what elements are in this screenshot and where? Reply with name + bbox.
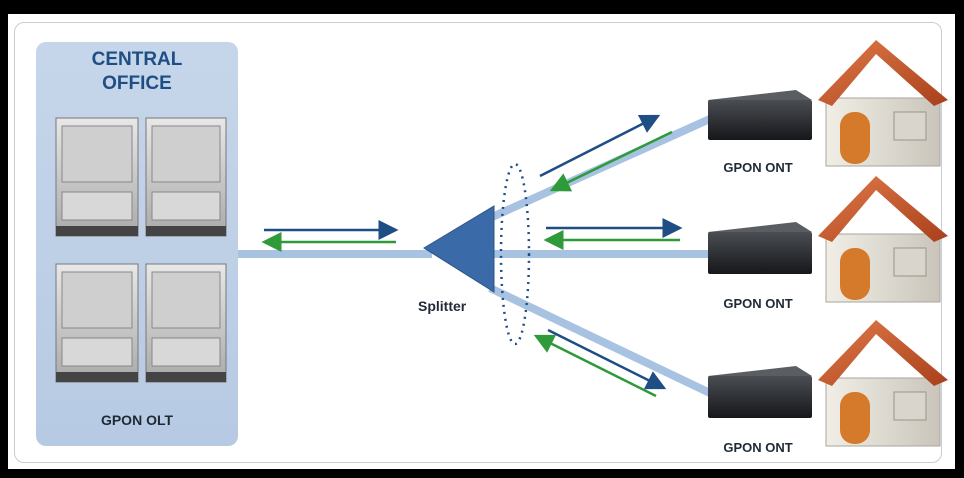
house-icon-1: [818, 40, 948, 167]
central-office-title: CENTRAL OFFICE: [36, 48, 238, 96]
ont-device-2: [708, 222, 812, 274]
fiber-to-ont-3: [488, 284, 714, 398]
olt-rack-bottom-left: [55, 263, 139, 383]
upstream-arrow-ont-1: [549, 130, 673, 192]
ont-device-3: [708, 366, 812, 418]
olt-rack-top-right: [145, 117, 227, 237]
splitter-icon: [423, 205, 495, 293]
olt-label: GPON OLT: [100, 412, 174, 428]
downstream-arrow-ont-3: [547, 328, 667, 390]
ont-label-2: GPON ONT: [723, 296, 793, 311]
downstream-arrow-ont-1: [539, 114, 661, 178]
splitter-label: Splitter: [418, 298, 467, 314]
olt-rack-top-left: [55, 117, 139, 237]
house-icon-2: [818, 176, 948, 303]
upstream-arrow-ont-3: [533, 334, 657, 398]
central-office-title-line2: OFFICE: [102, 73, 172, 94]
house-icon-3: [818, 320, 948, 447]
central-office-title-line1: CENTRAL: [91, 49, 183, 70]
ont-label-1: GPON ONT: [723, 160, 793, 175]
olt-rack-bottom-right: [145, 263, 227, 383]
ont-device-1: [708, 90, 812, 140]
ont-label-3: GPON ONT: [723, 440, 793, 455]
fiber-to-ont-1: [488, 114, 714, 222]
splitter-ellipse: [499, 162, 531, 346]
